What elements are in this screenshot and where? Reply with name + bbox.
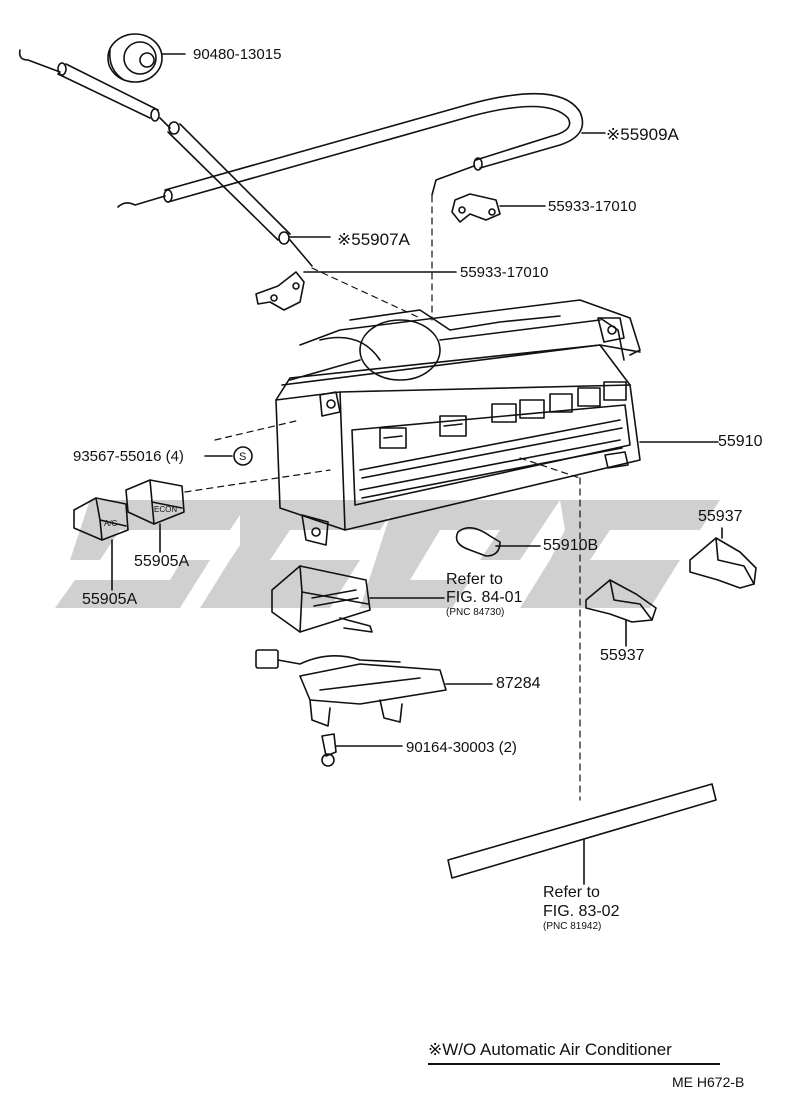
- callout-55937-upper: 55937: [698, 508, 743, 525]
- callout-55910: 55910: [718, 433, 763, 450]
- screw-symbol-letter: S: [239, 451, 246, 463]
- footnote-underline: [428, 1063, 720, 1065]
- callout-55910b: 55910B: [543, 537, 599, 554]
- fig83-figure-label: FIG. 83-02: [543, 903, 620, 920]
- mounting-screw: [321, 733, 403, 767]
- callout-55907a: ※55907A: [337, 230, 410, 249]
- callout-90480-13015: 90480-13015: [193, 46, 282, 63]
- cable-clamp-middle: [255, 271, 457, 311]
- fig84-pnc-label: (PNC 84730): [446, 607, 505, 618]
- watermark-logo: [55, 500, 720, 608]
- control-cable-55909a: [117, 92, 606, 208]
- blower-switch-87284: [255, 649, 493, 727]
- callout-93567-55016: 93567-55016 (4): [73, 448, 184, 465]
- control-knob-upper: [689, 527, 757, 589]
- ac-button-label: A/C: [104, 519, 118, 528]
- callout-55933-17010-upper: 55933-17010: [548, 198, 637, 215]
- econ-switch-knob: [125, 479, 185, 553]
- heater-control-assembly: [275, 299, 719, 546]
- dashed-leaders: [184, 195, 581, 801]
- diagram-code: ME H672-B: [672, 1074, 745, 1090]
- fig83-pnc-label: (PNC 81942): [543, 921, 602, 932]
- cable-clamp-upper: [451, 193, 546, 223]
- fig83-refer-label: Refer to: [543, 884, 600, 901]
- screw-symbol: [204, 446, 253, 466]
- applicability-footnote: ※W/O Automatic Air Conditioner: [428, 1040, 672, 1059]
- callout-55905a-left: 55905A: [82, 591, 138, 608]
- callout-90164-30003: 90164-30003 (2): [406, 739, 517, 756]
- indicator-bulb: [455, 527, 541, 557]
- callout-55937-lower: 55937: [600, 647, 645, 664]
- callout-87284: 87284: [496, 675, 541, 692]
- control-knob-lower: [585, 579, 657, 647]
- callout-55909a: ※55909A: [606, 125, 679, 144]
- fig84-figure-label: FIG. 84-01: [446, 589, 523, 606]
- ac-switch-knob: [73, 497, 129, 591]
- econ-button-label: ECON: [154, 505, 177, 514]
- blower-switch-module: [271, 565, 445, 633]
- grommet-part: [107, 33, 186, 83]
- callout-55933-17010-middle: 55933-17010: [460, 264, 549, 281]
- fig84-refer-label: Refer to: [446, 571, 503, 588]
- callout-55905a-right: 55905A: [134, 553, 190, 570]
- control-cable-55907a: [18, 49, 331, 267]
- indicator-scale-plate: [447, 783, 717, 885]
